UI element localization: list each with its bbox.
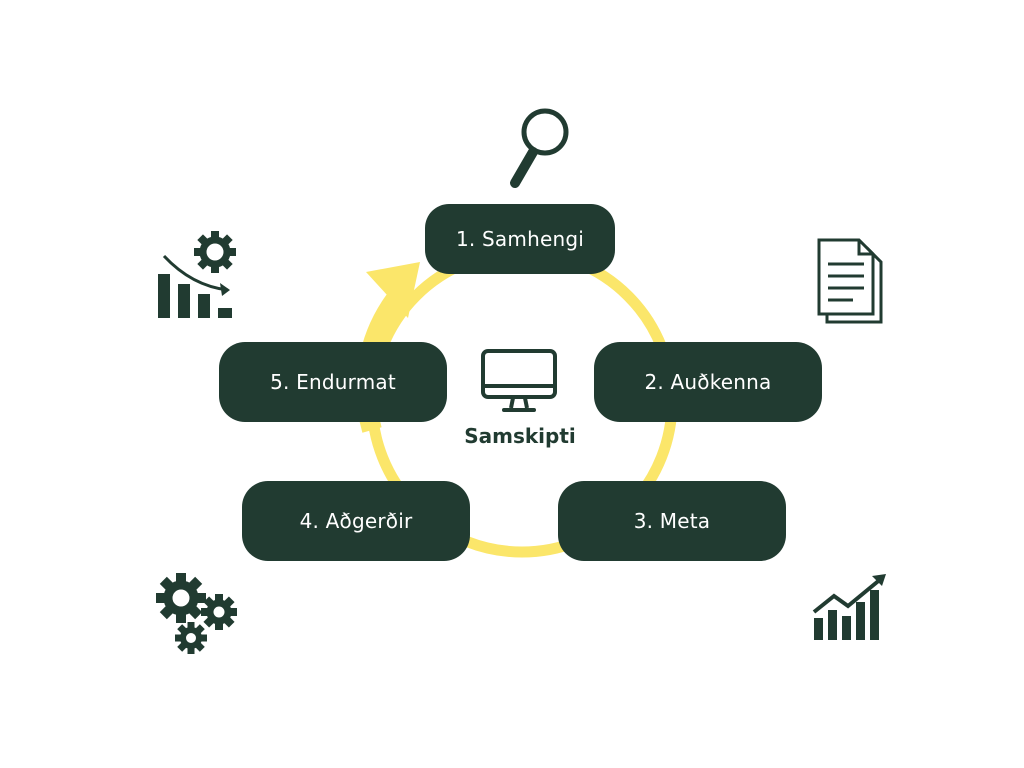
rising-chart-icon: [812, 574, 886, 640]
magnifying-glass-icon: [510, 108, 569, 188]
cycle-arrow-head: [366, 262, 420, 318]
step-box-audkenna: 2. Auðkenna: [594, 342, 822, 422]
declining-chart-gear-icon: [158, 231, 236, 318]
documents-icon: [817, 238, 883, 324]
step-label: 4. Aðgerðir: [299, 509, 413, 533]
step-box-meta: 3. Meta: [558, 481, 786, 561]
monitor-icon: [481, 349, 557, 412]
step-label: 3. Meta: [633, 509, 711, 533]
gears-icon: [156, 573, 237, 654]
step-box-adgerdir: 4. Aðgerðir: [242, 481, 470, 561]
step-label: 1. Samhengi: [456, 227, 584, 251]
center-label: Samskipti: [464, 424, 576, 448]
step-label: 5. Endurmat: [270, 370, 396, 394]
step-box-endurmat: 5. Endurmat: [219, 342, 447, 422]
step-box-samhengi: 1. Samhengi: [425, 204, 615, 274]
step-label: 2. Auðkenna: [644, 370, 772, 394]
